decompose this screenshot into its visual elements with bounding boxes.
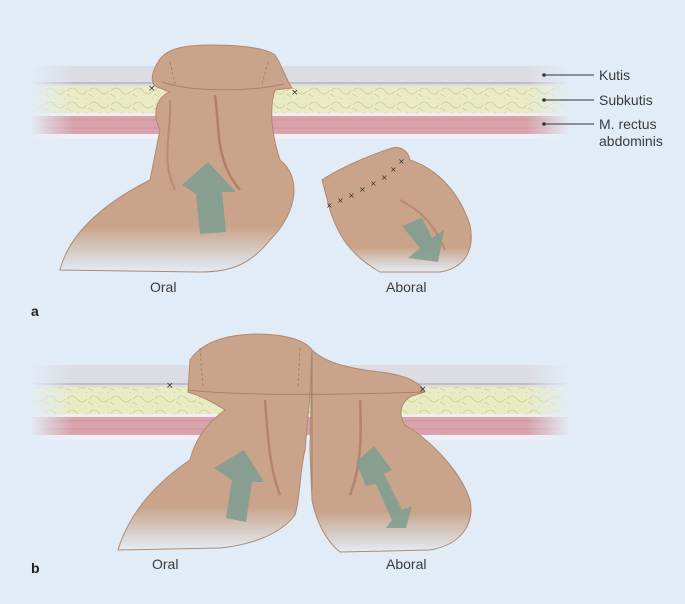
flow-arrow-aboral-a	[402, 218, 444, 262]
svg-text:×: ×	[419, 385, 427, 395]
svg-text:×: ×	[370, 179, 377, 188]
svg-text:×: ×	[291, 88, 299, 98]
layer-leaders	[542, 73, 594, 126]
label-kutis: Kutis	[599, 67, 631, 83]
svg-text:×: ×	[166, 381, 174, 391]
abdominal-wall-a	[30, 66, 570, 139]
panel-b: × ×	[30, 333, 570, 553]
label-aboral-a: Aboral	[386, 279, 427, 295]
svg-text:×: ×	[390, 165, 397, 174]
flow-arrow-oral-a	[182, 162, 236, 234]
svg-text:×: ×	[326, 201, 333, 210]
double-barrel-stoma-b: × ×	[117, 333, 472, 553]
svg-text:×: ×	[348, 191, 355, 200]
svg-text:×: ×	[359, 185, 366, 194]
flow-arrow-aboral-b	[356, 446, 412, 528]
oral-limb-a: × ×	[59, 44, 299, 273]
label-subkutis: Subkutis	[599, 92, 653, 108]
label-muscle-line2: abdominis	[599, 133, 663, 149]
label-muscle-line1: M. rectus	[599, 116, 657, 132]
label-oral-b: Oral	[152, 556, 179, 572]
svg-text:×: ×	[398, 157, 405, 166]
svg-text:×: ×	[148, 84, 156, 94]
aboral-limb-a: × × × × × × × ×	[321, 147, 472, 273]
panel-letter-b: b	[31, 560, 40, 576]
svg-text:×: ×	[337, 196, 344, 205]
svg-text:×: ×	[381, 173, 388, 182]
flow-arrow-oral-b	[214, 450, 264, 522]
label-oral-a: Oral	[150, 279, 177, 295]
panel-a: × × × × × × × × × ×	[30, 44, 594, 273]
label-aboral-b: Aboral	[386, 556, 427, 572]
panel-letter-a: a	[31, 303, 39, 319]
